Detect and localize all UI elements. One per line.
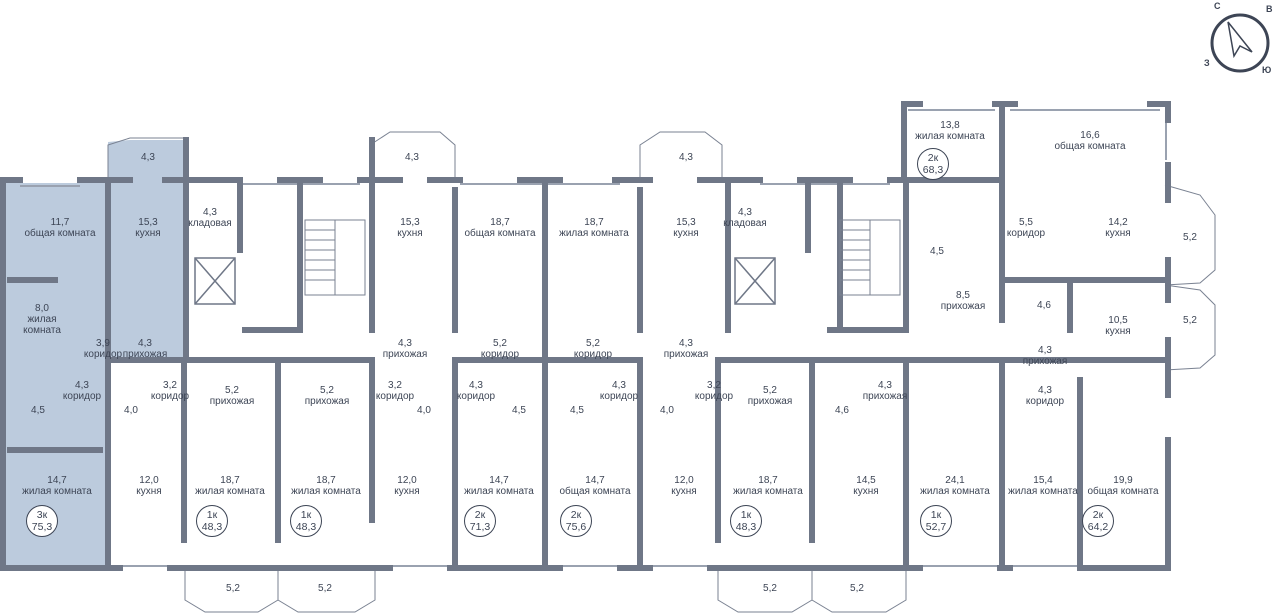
compass-south: Ю xyxy=(1262,65,1272,75)
room-label: 4,3 xyxy=(141,152,155,163)
room-label: 4,0 xyxy=(417,405,431,416)
compass-east: В xyxy=(1266,4,1273,14)
elevator-right xyxy=(734,257,776,305)
room-label: 4,6 xyxy=(1037,300,1051,311)
room-label: 4,0 xyxy=(124,405,138,416)
room-label: 5,2 xyxy=(318,583,332,594)
room-label: 4,5 xyxy=(31,405,45,416)
stairs-left xyxy=(304,219,366,296)
room-label: 4,5 xyxy=(930,246,944,257)
room-label: 5,2 xyxy=(1183,315,1197,326)
room-label: 4,6 xyxy=(835,405,849,416)
room-label: 4,0 xyxy=(660,405,674,416)
stairs-right xyxy=(839,219,901,296)
balconies xyxy=(107,131,1216,613)
compass-icon xyxy=(1210,13,1270,73)
room-label: 4,5 xyxy=(570,405,584,416)
room-label: 5,2 xyxy=(226,583,240,594)
elevator-left xyxy=(194,257,236,305)
room-label: 5,2 xyxy=(850,583,864,594)
room-label: 4,3 xyxy=(679,152,693,163)
room-label: 4,5 xyxy=(512,405,526,416)
room-label: 5,2 xyxy=(1183,232,1197,243)
room-label: 4,3 xyxy=(405,152,419,163)
compass-north: С xyxy=(1214,1,1221,11)
compass-west: З xyxy=(1204,58,1210,68)
room-label: 5,2 xyxy=(763,583,777,594)
highlighted-apartment xyxy=(0,140,186,568)
walls xyxy=(0,101,1171,571)
